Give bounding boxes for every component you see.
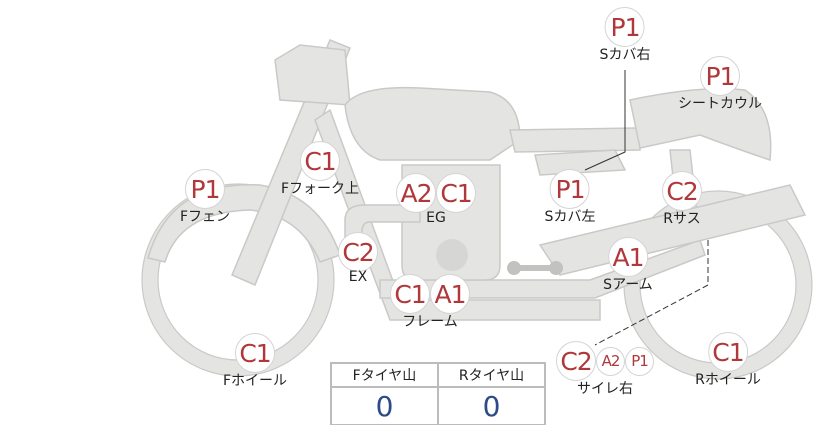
part-label: Sカバ左: [544, 209, 596, 225]
grade-badge[interactable]: P1: [185, 169, 225, 209]
part-label: サイレ右: [577, 381, 633, 397]
part-label: シートカウル: [678, 96, 762, 112]
f-tire-header: Fタイヤ山: [330, 362, 439, 388]
badge-row: C2: [338, 232, 378, 272]
grade-badge[interactable]: C2: [338, 232, 378, 272]
grade-badge[interactable]: C1: [390, 274, 430, 314]
part-label: Sカバ右: [599, 47, 651, 63]
part-label: Fフェン: [179, 209, 231, 225]
grade-badge[interactable]: C2: [556, 341, 596, 381]
grade-badge[interactable]: P1: [604, 7, 645, 47]
grade-badge[interactable]: P1: [700, 56, 740, 96]
badge-row: C1: [707, 332, 748, 372]
part-label: EG: [426, 210, 446, 226]
grade-badge[interactable]: C2: [662, 171, 702, 211]
badge-row: P1: [700, 56, 740, 96]
f-tire-value[interactable]: 0: [330, 386, 439, 425]
r-tire-value[interactable]: 0: [437, 386, 546, 425]
grade-badge[interactable]: P1: [625, 346, 654, 376]
grade-badge[interactable]: A1: [430, 274, 470, 314]
part-label: Sアーム: [603, 277, 653, 293]
grade-badge[interactable]: C1: [300, 141, 340, 181]
grade-badge[interactable]: A2: [596, 346, 625, 376]
badge-row: C1: [300, 141, 340, 181]
part-label: EX: [348, 269, 368, 285]
part-label: Rホイール: [695, 372, 761, 388]
tire-tread-table: Fタイヤ山 Rタイヤ山 0 0: [330, 362, 546, 425]
part-label: Fホイール: [222, 373, 288, 389]
grade-badge[interactable]: P1: [549, 169, 590, 209]
grade-badge[interactable]: C1: [707, 332, 748, 372]
part-label: Rサス: [663, 211, 701, 227]
part-label: フレーム: [402, 314, 458, 330]
badge-row: A1: [607, 237, 648, 277]
grade-badge[interactable]: A2: [396, 173, 436, 213]
part-label: Fフォーク上: [280, 181, 360, 197]
grade-badge[interactable]: C1: [436, 173, 476, 213]
badge-row: C2: [662, 171, 702, 211]
badge-row: P1: [185, 169, 225, 209]
r-tire-header: Rタイヤ山: [437, 362, 546, 388]
badge-row: P1: [549, 169, 590, 209]
badge-row: C1: [235, 333, 275, 373]
grade-badge[interactable]: C1: [235, 333, 275, 373]
badge-row: P1: [604, 7, 645, 47]
rear-wheel-shape: [624, 191, 812, 379]
grade-badge[interactable]: A1: [607, 237, 648, 277]
